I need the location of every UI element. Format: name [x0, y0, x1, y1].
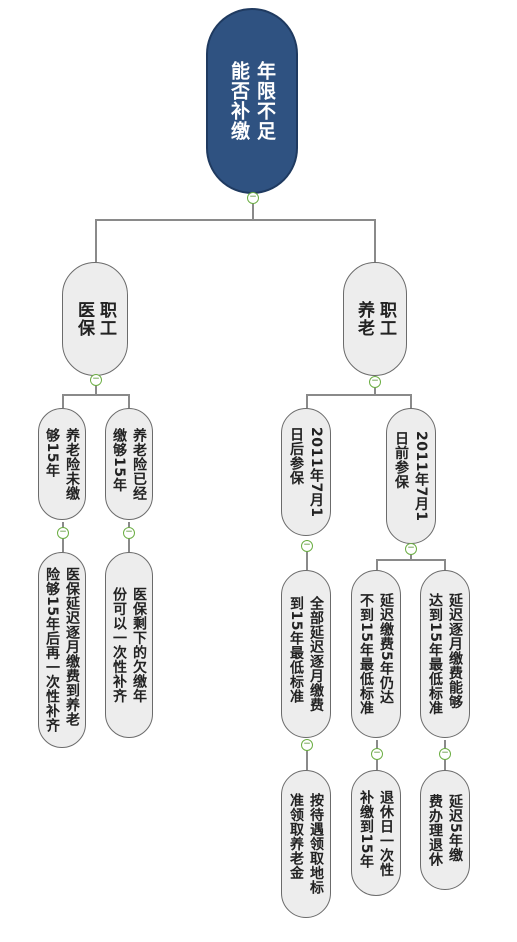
- medical-enough-result-node[interactable]: 医保剩下的欠缴年份可以一次性补齐: [105, 552, 153, 738]
- connector: [306, 394, 308, 408]
- pension-option-b-label: 延迟缴费5年仍达不到15年最低标准: [358, 593, 394, 715]
- connector: [95, 219, 97, 262]
- medical-enough-label: 养老险已经缴够15年: [111, 427, 147, 501]
- minus-circle-icon[interactable]: −: [301, 540, 313, 552]
- connector: [410, 549, 412, 561]
- connector: [128, 394, 130, 408]
- medical-enough-node[interactable]: 养老险已经缴够15年: [105, 408, 153, 520]
- minus-circle-icon[interactable]: −: [369, 376, 381, 388]
- pension-node[interactable]: 职工养老: [343, 262, 407, 376]
- pension-option-b-node[interactable]: 延迟缴费5年仍达不到15年最低标准: [351, 570, 401, 738]
- connector: [376, 559, 378, 570]
- connector: [374, 380, 376, 396]
- connector: [95, 219, 375, 221]
- minus-circle-icon[interactable]: −: [57, 527, 69, 539]
- medical-not-enough-result-node[interactable]: 医保延迟逐月缴费到养老险够15年后再一次性补齐: [38, 552, 86, 748]
- root-label: 年限不足能否补缴: [228, 61, 276, 141]
- medical-not-enough-node[interactable]: 养老险未缴够15年: [38, 408, 86, 520]
- connector: [306, 740, 308, 770]
- minus-circle-icon[interactable]: −: [405, 543, 417, 555]
- connector: [444, 559, 446, 570]
- connector: [376, 559, 446, 561]
- minus-circle-icon[interactable]: −: [371, 748, 383, 760]
- connector: [252, 198, 254, 220]
- minus-circle-icon[interactable]: −: [90, 374, 102, 386]
- medical-label: 职工医保: [74, 301, 116, 337]
- medical-enough-result-label: 医保剩下的欠缴年份可以一次性补齐: [111, 587, 147, 703]
- pension-option-a-node[interactable]: 延迟逐月缴费能够达到15年最低标准: [420, 570, 470, 738]
- minus-circle-icon[interactable]: −: [123, 527, 135, 539]
- pension-label: 职工养老: [354, 301, 396, 337]
- connector: [374, 219, 376, 262]
- minus-circle-icon[interactable]: −: [301, 739, 313, 751]
- medical-not-enough-result-label: 医保延迟逐月缴费到养老险够15年后再一次性补齐: [44, 567, 80, 733]
- pension-option-a-result-label: 延迟5年缴费办理退休: [427, 793, 463, 867]
- pension-after-option-label: 全部延迟逐月缴费到15年最低标准: [288, 596, 324, 712]
- medical-not-enough-label: 养老险未缴够15年: [44, 427, 80, 501]
- pension-after-result-node[interactable]: 按待遇领取地标准领取养老金: [281, 770, 331, 918]
- minus-circle-icon[interactable]: −: [247, 192, 259, 204]
- pension-option-a-label: 延迟逐月缴费能够达到15年最低标准: [427, 593, 463, 715]
- connector: [306, 540, 308, 570]
- minus-circle-icon[interactable]: −: [439, 748, 451, 760]
- root-node[interactable]: 年限不足能否补缴: [206, 8, 298, 194]
- connector: [410, 394, 412, 408]
- pension-option-a-result-node[interactable]: 延迟5年缴费办理退休: [420, 770, 470, 890]
- pension-option-b-result-node[interactable]: 退休日一次性补缴到15年: [351, 770, 401, 896]
- medical-node[interactable]: 职工医保: [62, 262, 128, 376]
- pension-after-result-label: 按待遇领取地标准领取养老金: [288, 793, 324, 895]
- connector: [62, 394, 130, 396]
- pension-option-b-result-label: 退休日一次性补缴到15年: [358, 789, 394, 877]
- connector: [95, 380, 97, 396]
- connector: [62, 394, 64, 408]
- connector: [306, 394, 412, 396]
- pension-after-option-node[interactable]: 全部延迟逐月缴费到15年最低标准: [281, 570, 331, 738]
